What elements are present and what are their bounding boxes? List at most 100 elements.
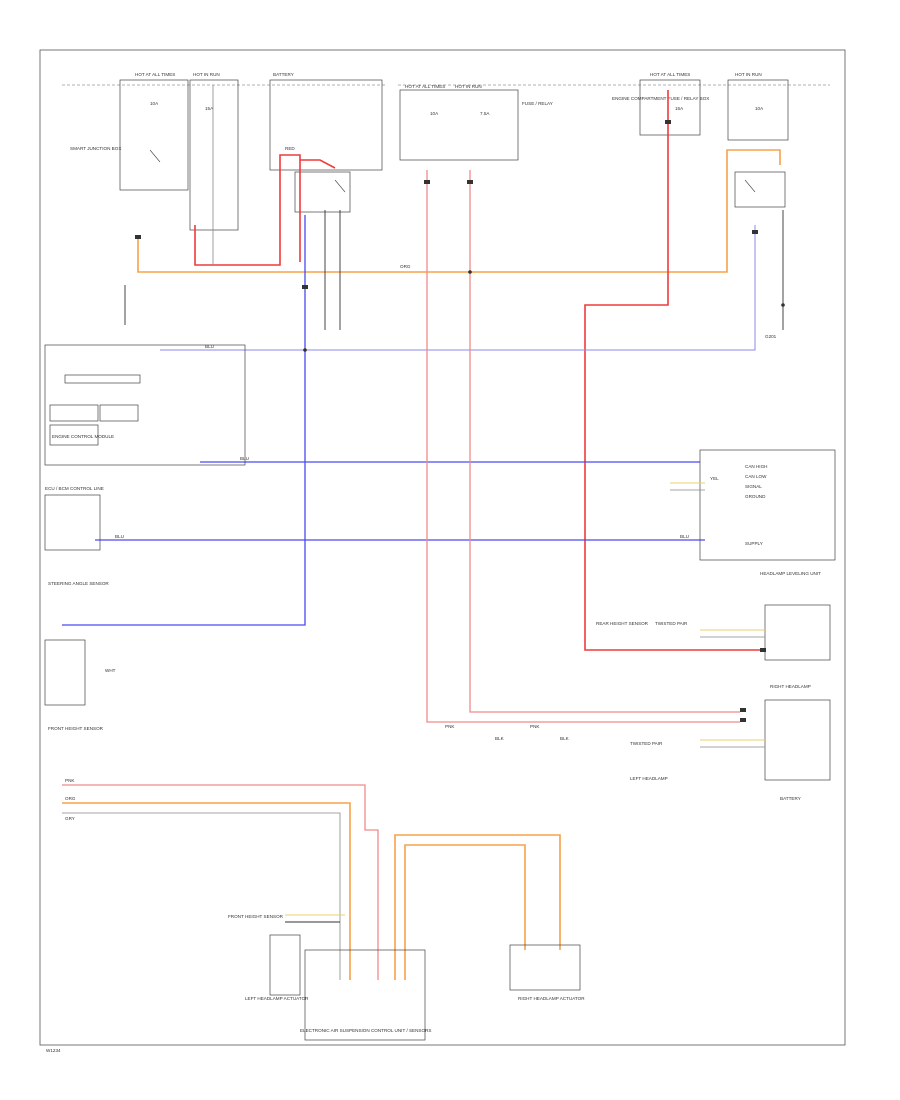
label-wire-pnk-3: PNK [65, 778, 75, 783]
wire-blue-relay-down [62, 215, 306, 626]
connector-box-right-mid [764, 604, 831, 661]
label-right-actuator: RIGHT HEADLAMP ACTUATOR [518, 996, 585, 1001]
label-can-high: CAN HIGH [745, 464, 767, 469]
label-air-suspension: ELECTRONIC AIR SUSPENSION CONTROL UNIT /… [300, 1028, 431, 1033]
label-left-headlamp: LEFT HEADLAMP [630, 776, 668, 781]
label-fuse-5: 15A [675, 106, 684, 111]
label-supply: SUPPLY [745, 541, 763, 546]
fuse-box-top-mid [269, 79, 383, 171]
connector-5 [665, 120, 671, 124]
connector-8 [740, 708, 746, 712]
connector-box-right-top [699, 449, 836, 561]
relay-switch-1 [149, 149, 161, 163]
label-fuse-4: 7.5A [480, 111, 490, 116]
label-hot-right-2: HOT IN RUN [735, 72, 762, 77]
fuse-box-top-right [639, 79, 701, 136]
module-steering-line [44, 639, 86, 706]
label-wire-org-2: ORG [65, 796, 76, 801]
junction-dot-1 [303, 348, 307, 352]
label-fuse-3: 10A [430, 111, 439, 116]
wire-pink-center-right [469, 170, 740, 713]
module-inner-box-1 [49, 404, 99, 422]
label-smart-junction: SMART JUNCTION BOX [70, 146, 121, 151]
fuse-box-top-center [399, 89, 519, 161]
label-wire-blk-1: BLK [495, 736, 505, 741]
label-fuse-relay: FUSE / RELAY [522, 101, 553, 106]
label-ground-line: GROUND [745, 494, 766, 499]
module-smart-junction [44, 344, 246, 466]
label-battery-top: BATTERY [273, 72, 294, 77]
label-fuse-6: 10A [755, 106, 764, 111]
label-front-height-left: FRONT HEIGHT SENSOR [48, 726, 104, 731]
label-twisted-pair-1: TWISTED PAIR [655, 621, 688, 626]
label-engine-comp: ENGINE COMPARTMENT FUSE / RELAY BOX [612, 96, 709, 101]
wire-orange-loop-1 [394, 834, 561, 980]
label-twisted-pair-2: TWISTED PAIR [630, 741, 663, 746]
label-ground-ref: G201 [765, 334, 777, 339]
connector-1 [135, 235, 141, 239]
label-hot-mid-2: HOT IN RUN [455, 84, 482, 89]
connector-4 [467, 180, 473, 184]
module-ecu-line [44, 494, 101, 551]
junction-dot-3 [781, 303, 785, 307]
label-rear-height: REAR HEIGHT SENSOR [596, 621, 649, 626]
relay-coil-1 [294, 171, 351, 213]
wire-pink-bottom-left [62, 784, 379, 980]
junction-dot-2 [468, 270, 472, 274]
label-front-height-bottom: FRONT HEIGHT SENSOR [228, 914, 284, 919]
label-wire-red-1: RED [285, 146, 295, 151]
footer-code: W1234 [46, 1048, 61, 1053]
label-wire-blu-4: BLU [680, 534, 689, 539]
connector-6 [752, 230, 758, 234]
label-battery-right: BATTERY [780, 796, 801, 801]
fuse-box-top-left [119, 79, 189, 191]
relay-switch-3 [744, 179, 756, 193]
label-fuse-1: 10A [150, 101, 159, 106]
connector-box-right-low [764, 699, 831, 781]
label-wire-wht-1: WHT [105, 668, 116, 673]
label-steering-angle: STEERING ANGLE SENSOR [48, 581, 109, 586]
diagram-frame [39, 49, 846, 1046]
connector-9 [760, 648, 766, 652]
wire-orange-bottom-left [62, 802, 351, 980]
wire-orange-loop-2 [404, 844, 526, 980]
connector-7 [740, 718, 746, 722]
module-left-actuator [269, 934, 301, 996]
label-hot-left-1: HOT AT ALL TIMES [135, 72, 175, 77]
label-fuse-2: 15A [205, 106, 214, 111]
label-engine-control: ENGINE CONTROL MODULE [52, 434, 114, 439]
wire-blue-top-hor [160, 225, 756, 351]
fuse-box-top-right-2 [727, 79, 789, 141]
relay-coil-2 [734, 171, 786, 208]
label-wire-org-1: ORG [400, 264, 411, 269]
wire-orange-bus [137, 149, 781, 273]
label-left-actuator: LEFT HEADLAMP ACTUATOR [245, 996, 309, 1001]
wire-red-right-vertical [584, 90, 765, 651]
module-air-suspension [304, 949, 426, 1041]
label-wire-yel-1: YEL [710, 476, 719, 481]
wire-red-relay-feed [194, 154, 301, 266]
label-wire-blu-1: BLU [205, 344, 214, 349]
label-can-low: CAN LOW [745, 474, 767, 479]
label-headlamp-unit: HEADLAMP LEVELING UNIT [760, 571, 821, 576]
module-inner-box-2 [99, 404, 139, 422]
label-hot-left-2: HOT IN RUN [193, 72, 220, 77]
wire-gray-bottom-left [62, 812, 341, 980]
wire-red-relay-top [300, 159, 336, 169]
label-wire-gry-1: GRY [65, 816, 75, 821]
label-hot-mid-1: HOT AT ALL TIMES [405, 84, 445, 89]
label-hot-right-1: HOT AT ALL TIMES [650, 72, 690, 77]
connector-3 [424, 180, 430, 184]
module-inner-box-3 [49, 424, 99, 446]
label-wire-blu-2: BLU [240, 456, 249, 461]
label-wire-pnk-1: PNK [445, 724, 455, 729]
wire-pink-center-left [426, 170, 740, 723]
fuse-box-top-left-2 [189, 79, 239, 231]
label-wire-blk-2: BLK [560, 736, 570, 741]
module-inner-bar [64, 374, 141, 384]
label-wire-pnk-2: PNK [530, 724, 540, 729]
label-wire-blu-3: BLU [115, 534, 124, 539]
module-right-actuator [509, 944, 581, 991]
label-right-headlamp: RIGHT HEADLAMP [770, 684, 811, 689]
